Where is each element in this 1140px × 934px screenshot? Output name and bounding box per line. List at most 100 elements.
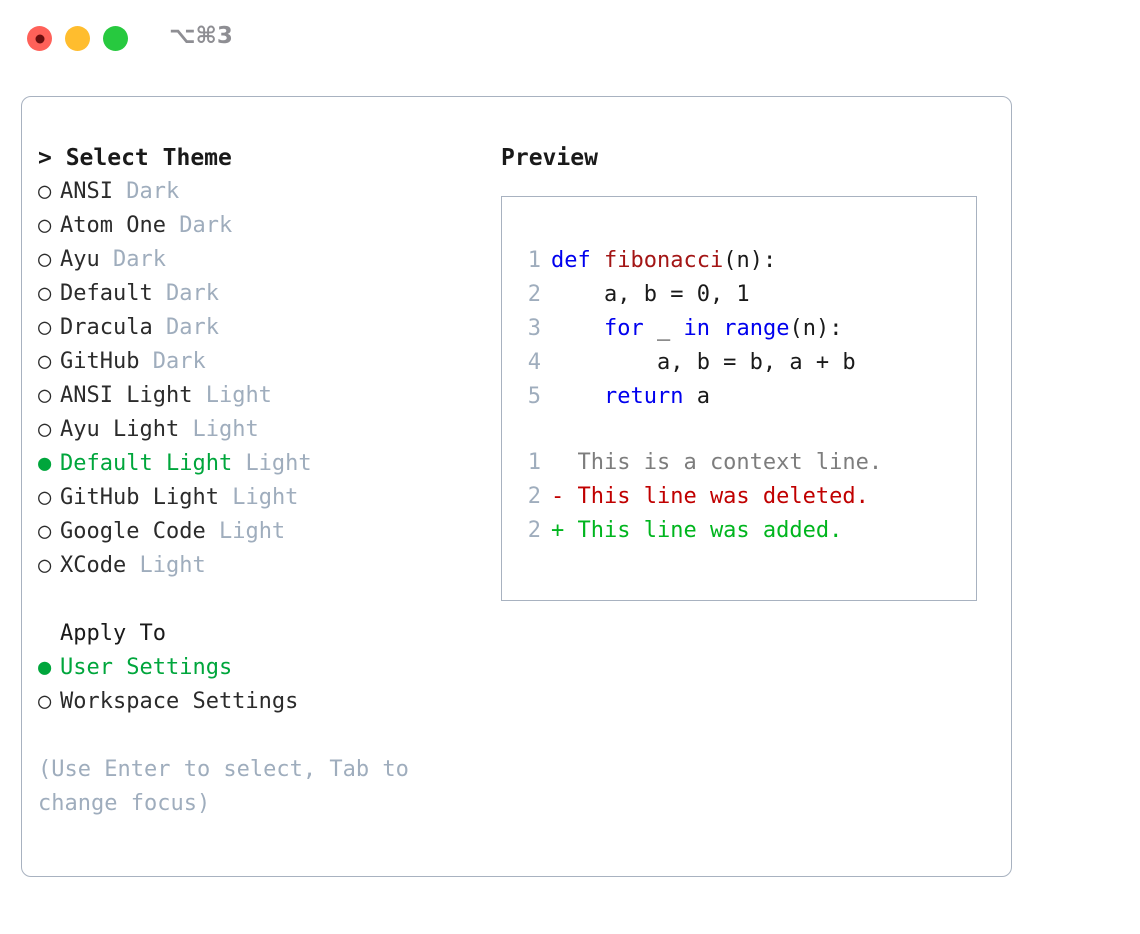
- radio-unselected-icon: ○: [38, 315, 52, 340]
- theme-list: ○ANSI Dark○Atom One Dark○Ayu Dark○Defaul…: [38, 175, 478, 583]
- apply-to-list: ● User Settings ○ Workspace Settings: [38, 651, 478, 719]
- label-tag-separator: [166, 213, 179, 238]
- close-button-icon[interactable]: [27, 26, 52, 51]
- theme-option-label: ANSI Light: [60, 383, 193, 408]
- theme-option-google-code[interactable]: ○Google Code Light: [38, 515, 478, 549]
- code-line: 4 a, b = b, a + b: [517, 346, 968, 380]
- apply-to-option-label: Workspace Settings: [60, 689, 299, 714]
- label-tag-separator: [139, 349, 152, 374]
- theme-option-label: Ayu Light: [60, 417, 180, 442]
- theme-option-github-light[interactable]: ○GitHub Light Light: [38, 481, 478, 515]
- code-token-kw: def: [551, 248, 604, 273]
- radio-unselected-icon: ○: [38, 213, 52, 238]
- diff-line-text-del: - This line was deleted.: [551, 484, 869, 509]
- theme-option-tag: Light: [218, 519, 286, 544]
- diff-spacer: [517, 414, 968, 446]
- maximize-button-icon[interactable]: [103, 26, 128, 51]
- theme-option-label: Default: [60, 281, 153, 306]
- theme-option-label: GitHub Light: [60, 485, 219, 510]
- theme-option-tag: Dark: [126, 179, 180, 204]
- theme-option-tag: Light: [192, 417, 259, 442]
- theme-option-tag: Dark: [179, 213, 233, 238]
- theme-option-dracula[interactable]: ○Dracula Dark: [38, 311, 478, 345]
- apply-to-option-label: User Settings: [60, 655, 233, 680]
- theme-option-atom-one[interactable]: ○ Atom One Dark: [38, 209, 478, 243]
- code-token-kw: in range: [683, 316, 790, 341]
- code-token-pl: _: [643, 316, 684, 341]
- theme-option-github[interactable]: ○GitHub Dark: [38, 345, 478, 379]
- radio-selected-icon: ●: [38, 655, 52, 680]
- label-tag-separator: [206, 519, 219, 544]
- theme-option-label: Ayu: [60, 247, 100, 272]
- apply-to-option-user-settings[interactable]: ● User Settings: [38, 651, 478, 685]
- theme-option-tag: Light: [245, 451, 312, 476]
- code-line: 3 for _ in range(n):: [517, 312, 968, 346]
- radio-unselected-icon: ○: [38, 349, 52, 374]
- label-tag-separator: [232, 451, 245, 476]
- theme-option-ayu[interactable]: ○ Ayu Dark: [38, 243, 478, 277]
- code-line-number: 3: [527, 316, 541, 341]
- theme-option-label: XCode: [60, 553, 127, 578]
- preview-heading: Preview: [501, 145, 598, 171]
- theme-option-tag: Light: [205, 383, 272, 408]
- apply-to-heading: Apply To: [60, 621, 166, 646]
- code-token-fn: fibonacci: [603, 248, 724, 273]
- code-line-number: 5: [527, 384, 541, 409]
- radio-unselected-icon: ○: [38, 689, 52, 714]
- theme-option-ansi[interactable]: ○ANSI Dark: [38, 175, 478, 209]
- diff-line-text-add: + This line was added.: [551, 518, 843, 543]
- code-line-number: 2: [527, 282, 541, 307]
- radio-unselected-icon: ○: [38, 417, 52, 442]
- theme-option-label: Atom One: [60, 213, 166, 238]
- diff-line-number: 1: [527, 450, 541, 475]
- code-token-pl: (n):: [789, 316, 843, 341]
- diff-line-number: 2: [527, 518, 541, 543]
- radio-unselected-icon: ○: [38, 383, 52, 408]
- label-tag-separator: [153, 281, 166, 306]
- theme-option-label: Default Light: [60, 451, 233, 476]
- radio-unselected-icon: ○: [38, 179, 52, 204]
- theme-picker-column: > Select Theme ○ANSI Dark○Atom One Dark○…: [38, 141, 478, 821]
- apply-to-option-workspace-settings[interactable]: ○ Workspace Settings: [38, 685, 478, 719]
- code-token-pl: a: [683, 384, 710, 409]
- label-tag-separator: [179, 417, 192, 442]
- radio-unselected-icon: ○: [38, 247, 52, 272]
- code-token-kw: for: [603, 316, 644, 341]
- radio-unselected-icon: ○: [38, 553, 52, 578]
- traffic-light-buttons: [27, 26, 128, 51]
- theme-option-label: GitHub: [60, 349, 140, 374]
- code-line: 5 return a: [517, 380, 968, 414]
- diff-sample: 1 This is a context line. 2 - This line wa…: [517, 446, 968, 548]
- keyboard-hint-text: (Use Enter to select, Tab to change focu…: [38, 757, 409, 816]
- code-line: 2 a, b = 0, 1: [517, 278, 968, 312]
- code-token-pl: a, b = b, a + b: [551, 350, 856, 375]
- label-tag-separator: [100, 247, 113, 272]
- theme-option-label: Dracula: [60, 315, 153, 340]
- minimize-button-icon[interactable]: [65, 26, 90, 51]
- label-tag-separator: [192, 383, 205, 408]
- label-tag-separator: [113, 179, 126, 204]
- diff-line: 1 This is a context line.: [517, 446, 968, 480]
- theme-option-tag: Light: [232, 485, 299, 510]
- radio-unselected-icon: ○: [38, 281, 52, 306]
- code-line-number: 1: [527, 248, 541, 273]
- theme-option-default-light[interactable]: ● Default Light Light: [38, 447, 478, 481]
- theme-option-xcode[interactable]: ○XCode Light: [38, 549, 478, 583]
- theme-option-default[interactable]: ○ Default Dark: [38, 277, 478, 311]
- theme-option-tag: Dark: [165, 281, 219, 306]
- code-token-pl: [551, 384, 604, 409]
- theme-option-tag: Dark: [113, 247, 166, 272]
- diff-line-number: 2: [527, 484, 541, 509]
- theme-option-ansi-light[interactable]: ○ ANSI Light Light: [38, 379, 478, 413]
- diff-line: 2 + This line was added.: [517, 514, 968, 548]
- radio-selected-icon: ●: [38, 451, 52, 476]
- label-tag-separator: [219, 485, 232, 510]
- theme-option-ayu-light[interactable]: ○ Ayu Light Light: [38, 413, 478, 447]
- code-token-pl: a, b = 0, 1: [551, 282, 750, 307]
- section-spacer: [38, 583, 478, 617]
